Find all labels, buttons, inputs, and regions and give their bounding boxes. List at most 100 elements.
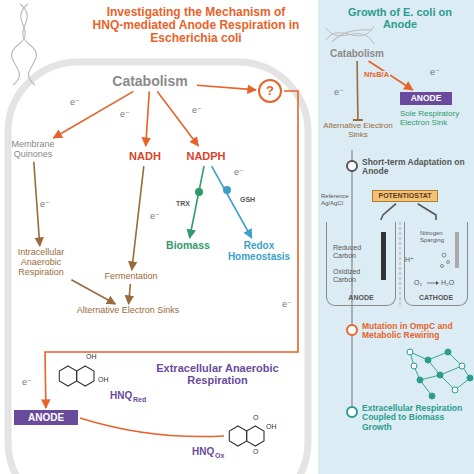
node-text: Redox Homeostasis [226,240,292,262]
electron-label: e⁻ [120,110,130,120]
node-text: NADPH [182,150,230,162]
molecule-label: H₂O [441,279,454,287]
graph-node [429,393,435,399]
electron-label: e⁻ [334,88,344,98]
dna-strand [326,26,374,44]
note: Sole Respiratory Electron Sink [400,110,472,128]
bullet [347,161,357,171]
node-text: CATHODE [405,294,467,302]
electron-label: e⁻ [22,378,32,388]
electron-label: e⁻ [40,200,50,210]
anode-electrode [381,232,386,280]
node-text: Alternative Electron Sinks [58,306,198,316]
output-label: Biomass [164,240,212,252]
substrate-label: Reduced Carbon [333,244,377,259]
molecule-name: HNQ [192,446,214,457]
connector [146,91,150,146]
connector [34,162,40,246]
graph-node [467,375,473,381]
pathway-label: Intracellular Anaerobic Respiration [2,248,80,278]
molecule-label: O₂ [414,279,422,287]
electron-label: e⁻ [70,98,80,108]
protein-label: TRX [176,200,190,208]
atom-label: OH [86,353,97,361]
anode-chamber: ANODE [326,222,396,306]
edge-label: NfsB/A [363,71,390,79]
panel-band: Growth of E. coli on AnodeCatabolismANOD… [318,0,474,474]
sink-label: Alternative Electron Sinks [58,306,198,316]
protein-label: GSH [240,196,255,204]
cofactor-node: NADPH [180,148,232,164]
graph-node [452,387,458,393]
node-text: ? [260,81,280,101]
node-text: ANODE [327,294,395,302]
graph-node [411,363,417,369]
connector [381,204,396,220]
bubble [441,265,444,268]
panel-ground [318,0,474,474]
graph-link [440,366,462,375]
dna-strand [12,4,37,85]
reaction-arrow [436,281,439,285]
output-label: Redox Homeostasis [226,240,292,262]
node-text: POTENTIOSTAT [375,192,435,200]
connector [190,166,204,238]
bubble [442,253,446,257]
membrane [400,222,401,305]
node-text: ANODE [403,94,449,103]
electron-label: e⁻ [150,212,160,222]
ring [229,426,246,446]
connector [157,91,198,146]
ion-label: H⁺ [405,256,414,264]
step-heading: Extracellular Respiration Coupled to Bio… [362,404,468,432]
node-text: Membrane Quinones [4,140,62,160]
cofactor-node: NADH [122,148,168,164]
connector [356,61,358,120]
connector [418,204,436,220]
node-text: Catabolism [324,48,390,59]
subscript: Red [133,396,146,404]
connector [53,91,133,138]
bullet [347,407,357,417]
connector [132,166,144,270]
bullet [347,325,357,335]
anode-box: ANODE [400,92,452,105]
node-text: Fermentation [96,272,166,282]
step-heading: Short-term Adaptation on Anode [362,158,466,177]
subscript: Ox [215,452,224,460]
timeline [351,150,353,418]
molecule-name: HNQ [110,390,132,401]
electron-label: e⁻ [282,300,292,310]
connector [197,85,256,90]
node-text: Growth of E. coli on Anode [318,0,474,30]
connector [71,280,115,304]
node-text: Intracellular Anaerobic Respiration [2,248,80,278]
ring [247,426,264,446]
unknown-circle: ? [258,79,282,103]
atom-label: OH [98,376,109,384]
connector [129,284,131,304]
inhibition-bar [353,119,363,121]
step-heading: Mutation in OmpC and Metabolic Rewiring [362,322,470,341]
part-label: Nitrogen Sparging [420,230,462,243]
atom-label: OH [266,423,277,431]
process-label: Catabolism [324,48,390,59]
cathode-electrode [455,232,459,268]
atom-label: O [253,414,258,422]
sink-label: Alternative Electron Sinks [322,122,394,140]
ring [77,366,94,386]
electron-label: e⁻ [234,168,244,178]
connector [45,91,298,408]
graph-node [407,349,413,355]
graph-node [437,372,443,378]
electron-label: e⁻ [192,106,202,116]
node-text: NADH [124,150,166,162]
potentiostat-box: POTENTIOSTAT [372,190,438,202]
ring [59,366,76,386]
component-label: Membrane Quinones [4,140,62,160]
electron-label: e⁻ [430,68,440,78]
substrate-label: Oxidized Carbon [333,268,379,283]
